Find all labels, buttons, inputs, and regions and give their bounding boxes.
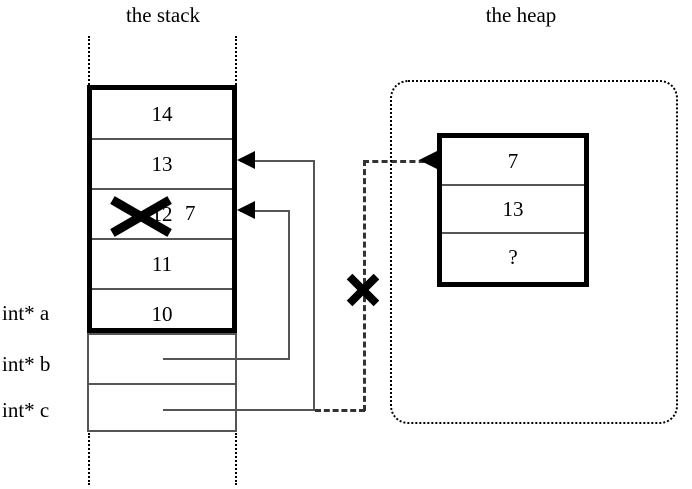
stack-dotted-line-bottom-right <box>235 433 237 485</box>
dangling-pointer-dash-horizontal-end <box>363 160 434 163</box>
heap-cell-1: 13 <box>442 186 584 234</box>
stack-dotted-line-top-right <box>235 36 237 85</box>
heap-cell-0: 7 <box>442 138 584 186</box>
variable-label-b: int* b <box>2 352 51 376</box>
pointer-b-arrowhead-icon <box>237 201 255 219</box>
heap-allocation-block: 7 13 ? <box>437 133 589 287</box>
pointer-c-wire-vertical <box>313 160 315 411</box>
stack-cell-2-new-value: 7 <box>185 201 196 225</box>
heap-boundary <box>390 80 678 424</box>
heap-cell-2: ? <box>508 245 518 269</box>
struck-value-x-icon <box>108 192 174 237</box>
pointer-c-wire-horizontal-start <box>163 409 315 411</box>
stack-cell-4: 10 <box>151 302 173 326</box>
dangling-pointer-dash-vertical <box>363 160 366 411</box>
heap-title: the heap <box>485 3 557 27</box>
stack-title: the stack <box>125 3 201 27</box>
stack-cell-1: 13 <box>92 140 232 190</box>
dangling-pointer-dash-horizontal-start <box>315 409 365 412</box>
stack-dotted-line-top-left <box>88 36 90 85</box>
pointer-b-wire-horizontal-start <box>163 358 289 360</box>
pointer-cell-c <box>87 383 237 432</box>
stack-cell-3: 11 <box>92 240 232 290</box>
pointer-c-wire-horizontal-end <box>240 160 315 162</box>
pointer-c-arrowhead-icon <box>237 151 255 169</box>
variable-label-c: int* c <box>2 398 50 422</box>
stack-array-block: 14 13 12 11 10 <box>87 85 237 333</box>
stack-cell-2: 12 <box>92 190 232 240</box>
stack-dotted-line-bottom-left <box>88 433 90 485</box>
variable-label-a: int* a <box>2 301 50 325</box>
pointer-b-wire-horizontal-end <box>240 210 290 212</box>
pointer-b-wire-vertical <box>288 210 290 360</box>
stack-cell-0: 14 <box>92 90 232 140</box>
dangling-pointer-arrowhead-icon <box>419 151 437 169</box>
invalid-pointer-x-icon <box>344 267 382 307</box>
